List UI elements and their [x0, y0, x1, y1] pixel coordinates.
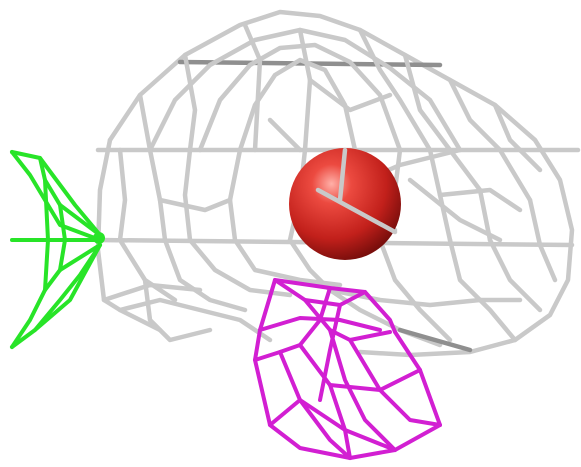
green-wireframe-cage — [12, 152, 100, 347]
green-node-icon — [93, 232, 105, 244]
magenta-wireframe-cage — [255, 280, 440, 458]
